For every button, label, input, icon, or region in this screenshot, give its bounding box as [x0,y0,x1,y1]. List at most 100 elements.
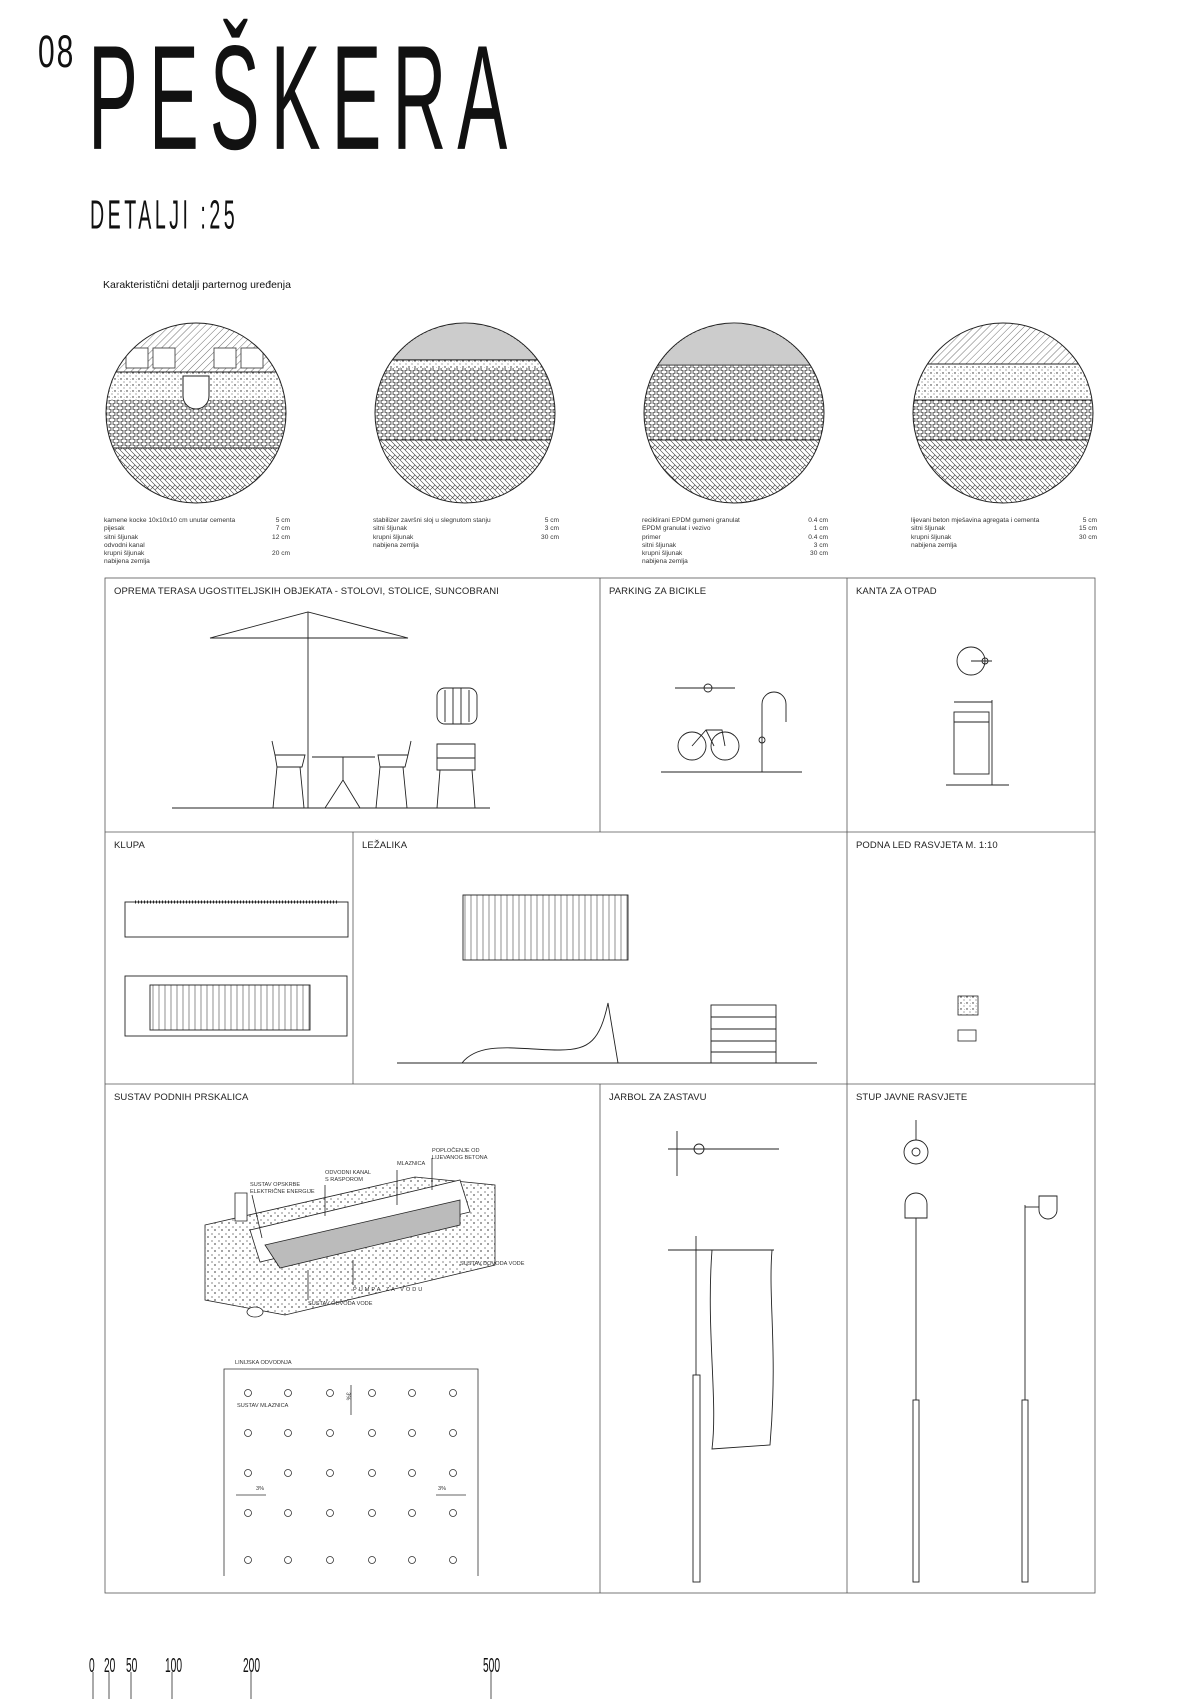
nozzle-mark [449,1556,457,1564]
layer-thickness: 30 cm [1079,533,1097,541]
nozzle-mark [449,1429,457,1437]
layer-name: reciklirani EPDM gumeni granulat [642,517,740,524]
layer-name: sitni šljunak [642,541,677,549]
nozzle-mark [368,1556,376,1564]
layer-name: sitni šljunak [373,525,408,533]
panel-title-bench: KLUPA [114,840,145,851]
panel-title-led: PODNA LED RASVJETA M. 1:10 [856,840,998,851]
layer-name: nabijena zemlja [911,541,957,549]
panel-title-bike: PARKING ZA BICIKLE [609,586,707,597]
nozzle-mark [368,1389,376,1397]
layer-thickness: 5 cm [1082,517,1097,524]
layer-legend-2: stabilizer završni sloj u slegnutom stan… [373,517,559,550]
panel-title-lounger: LEŽALIKA [362,840,408,851]
label-paving-line2: LIJEVANOG BETONA [432,1154,488,1161]
layer-name: odvodni kanal [104,541,145,549]
legend-row: nabijena zemlja [642,558,828,566]
sprinkler-iso-drawing [204,1158,496,1318]
layer-thickness: 30 cm [810,550,828,558]
legend-row: nabijena zemlja [104,558,290,566]
scale-label: 100 [165,1654,183,1677]
scale-bar-ticks [92,1672,492,1699]
layer-thickness: 15 cm [1079,525,1097,533]
layer-thickness: 20 cm [272,550,290,558]
layer-thickness: 7 cm [275,525,290,533]
layer-name: pijesak [104,525,125,533]
nozzle-mark [284,1556,292,1564]
layer-legend-1: kamene kocke 10x10x10 cm unutar cementa 5… [104,517,290,567]
layer-thickness: 3 cm [813,541,828,549]
flagpole-drawing [668,1131,779,1583]
layer-name: sitni šljunak [911,525,946,533]
layer-name: nabijena zemlja [373,541,419,549]
legend-row: pijesak 7 cm [104,525,290,533]
legend-row: primer 0.4 cm [642,534,828,542]
slope-label-vertical: 3% [344,1392,351,1401]
panel-title-sprinkler: SUSTAV PODNIH PRSKALICA [114,1092,249,1103]
bike-rack-drawing [661,683,802,773]
layer-name: kamene kocke 10x10x10 cm unutar cementa [104,517,236,524]
layer-thickness: 0.4 cm [808,517,828,524]
legend-row: krupni šljunak 20 cm [104,550,290,558]
scale-label: 0 [89,1654,95,1677]
layer-name: krupni šljunak [373,533,414,541]
panel-title-flag: JARBOL ZA ZASTAVU [609,1092,707,1103]
nozzle-mark [368,1429,376,1437]
layer-legend-4: lijevani beton mješavina agregata i ceme… [911,517,1097,550]
scale-label: 50 [126,1654,138,1677]
detail-circle-1 [106,323,286,503]
layer-name: krupni šljunak [104,550,145,558]
layer-name: sitni šljunak [104,533,139,541]
nozzle-mark [284,1389,292,1397]
label-nozzle: MLAZNICA [397,1161,426,1167]
layer-name: krupni šljunak [642,550,683,558]
lounger-drawing [397,894,817,1064]
panel-title-lamp: STUP JAVNE RASVJETE [856,1092,968,1103]
nozzle-mark [449,1389,457,1397]
page-subtitle: DETALJI :25 [90,192,239,237]
layer-name: lijevani beton mješavina agregata i ceme… [911,517,1040,524]
legend-row: kamene kocke 10x10x10 cm unutar cementa 5… [104,517,290,525]
scale-label: 200 [243,1654,261,1677]
nozzle-mark [326,1509,334,1517]
nozzle-mark [408,1469,416,1477]
panel-grid [104,577,1096,1594]
layer-thickness: 0.4 cm [808,533,828,541]
nozzle-mark [244,1429,252,1437]
detail-circle-3 [644,323,824,503]
layer-thickness: 5 cm [275,517,290,524]
legend-row: odvodni kanal [104,542,290,550]
legend-row: nabijena zemlja [373,542,559,550]
nozzle-mark [449,1509,457,1517]
nozzle-mark [244,1509,252,1517]
bench-drawing [124,900,349,1037]
nozzle-mark [408,1389,416,1397]
nozzle-mark [408,1556,416,1564]
slope-label-left: 3% [256,1486,265,1492]
street-lamp-drawing [903,1120,1058,1583]
panel-title-bin: KANTA ZA OTPAD [856,586,937,597]
label-channel-line2: S RASPOROM [325,1176,363,1183]
label-power-line1: SUSTAV OPSKRBE [250,1182,301,1188]
layer-name: nabijena zemlja [104,558,150,566]
sheet-number: 08 [38,28,76,78]
nozzle-mark [284,1469,292,1477]
label-drain: SUSTAV ODVODA VODE [308,1301,373,1307]
layer-thickness: 5 cm [544,517,559,524]
layer-name: primer [642,533,661,541]
label-power-line2: ELEKTRIČNE ENERGIJE [250,1188,315,1195]
detail-circle-2 [375,323,555,503]
nozzle-mark [284,1509,292,1517]
label-paving-line1: POPLOČENJE OD [432,1148,480,1154]
legend-row: lijevani beton mješavina agregata i ceme… [911,517,1097,525]
nozzle-mark [326,1389,334,1397]
legend-row: sitni šljunak 15 cm [911,525,1097,533]
